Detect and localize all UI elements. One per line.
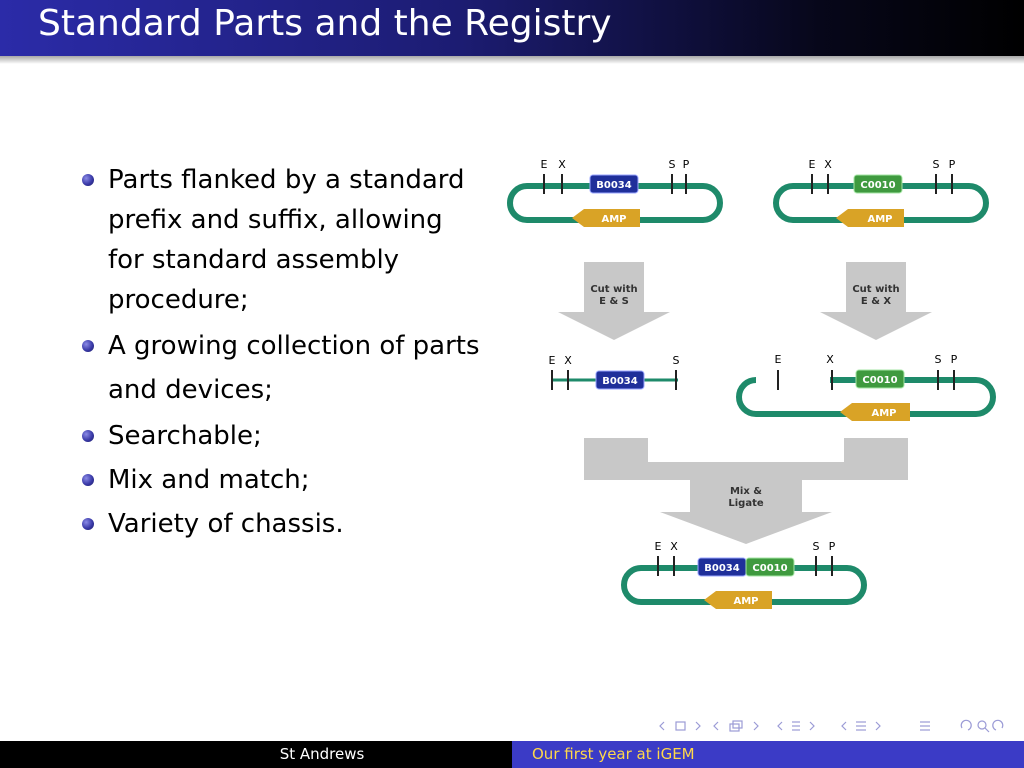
footer-institution: St Andrews bbox=[279, 745, 365, 763]
plasmid-top-left: E X S P B0034 AMP bbox=[507, 158, 723, 227]
nav-frame-icon[interactable] bbox=[729, 720, 743, 732]
site-label: E bbox=[655, 540, 662, 553]
fragment-b0034: E X S B0034 bbox=[549, 354, 680, 390]
bullet-item: Searchable; bbox=[80, 416, 480, 456]
nav-next-section-icon[interactable] bbox=[875, 721, 881, 731]
site-label: S bbox=[673, 354, 680, 367]
arrow-mix-ligate: Mix & Ligate bbox=[584, 438, 908, 544]
plasmid-middle-right: E X S P C0010 AMP bbox=[736, 353, 996, 421]
navigation-bar bbox=[659, 719, 1004, 733]
step-label: E & X bbox=[861, 296, 892, 307]
nav-document-icon[interactable] bbox=[920, 721, 930, 731]
step-label: Mix & bbox=[730, 486, 762, 497]
footer-left: St Andrews bbox=[0, 741, 512, 768]
bullet-item: Parts flanked by a standard prefix and s… bbox=[80, 160, 480, 320]
site-label: S bbox=[933, 158, 940, 171]
bullet-text: A growing collection of parts and device… bbox=[108, 331, 480, 405]
slide-title: Standard Parts and the Registry bbox=[38, 3, 612, 44]
site-label: X bbox=[564, 354, 572, 367]
site-label: X bbox=[824, 158, 832, 171]
plasmid-composite: E X S P B0034 C0010 AMP bbox=[621, 540, 867, 609]
biobrick-assembly-diagram: E X S P B0034 AMP E X S P C0010 AMP Cut … bbox=[507, 158, 996, 609]
step-label: Ligate bbox=[728, 498, 763, 509]
footer-presentation-title: Our first year at iGEM bbox=[532, 745, 695, 763]
nav-next-slide-icon[interactable] bbox=[695, 721, 701, 731]
nav-prev-slide-icon[interactable] bbox=[659, 721, 665, 731]
title-bar-shadow bbox=[0, 56, 1024, 64]
bullet-item: Mix and match; bbox=[80, 460, 480, 500]
bullet-icon bbox=[82, 340, 94, 352]
site-label: E bbox=[809, 158, 816, 171]
site-label: P bbox=[683, 158, 690, 171]
bullet-icon bbox=[82, 518, 94, 530]
site-label: X bbox=[558, 158, 566, 171]
site-label: X bbox=[670, 540, 678, 553]
arrow-cut-e-x: Cut with E & X bbox=[820, 262, 932, 340]
site-label: E bbox=[541, 158, 548, 171]
bullet-text: Mix and match; bbox=[108, 465, 310, 495]
site-label: E bbox=[549, 354, 556, 367]
plasmid-top-right: E X S P C0010 AMP bbox=[773, 158, 989, 227]
nav-undo-icon[interactable] bbox=[960, 719, 972, 731]
nav-subsection-icon[interactable] bbox=[792, 721, 800, 731]
nav-next-subsection-icon[interactable] bbox=[809, 721, 815, 731]
site-label: S bbox=[813, 540, 820, 553]
part-label: B0034 bbox=[704, 563, 739, 574]
part-label: C0010 bbox=[752, 563, 787, 574]
step-label: Cut with bbox=[852, 284, 899, 295]
nav-prev-section-icon[interactable] bbox=[841, 721, 847, 731]
arrow-cut-e-s: Cut with E & S bbox=[558, 262, 670, 340]
marker-label: AMP bbox=[871, 408, 896, 419]
bullet-icon bbox=[82, 174, 94, 186]
step-label: Cut with bbox=[590, 284, 637, 295]
bullet-icon bbox=[82, 474, 94, 486]
site-label: P bbox=[951, 353, 958, 366]
nav-redo-icon[interactable] bbox=[992, 719, 1004, 731]
footer-right: Our first year at iGEM bbox=[512, 741, 1024, 768]
bullet-text: Searchable; bbox=[108, 421, 262, 451]
title-bar: Standard Parts and the Registry bbox=[0, 0, 1024, 56]
part-label: B0034 bbox=[602, 376, 637, 387]
step-label: E & S bbox=[599, 296, 629, 307]
site-label: E bbox=[775, 353, 782, 366]
bullet-icon bbox=[82, 430, 94, 442]
bullet-list: Parts flanked by a standard prefix and s… bbox=[80, 160, 480, 548]
nav-slide-icon[interactable] bbox=[675, 721, 686, 731]
site-label: S bbox=[935, 353, 942, 366]
part-label: B0034 bbox=[596, 180, 631, 191]
part-label: C0010 bbox=[860, 180, 895, 191]
bullet-item: A growing collection of parts and device… bbox=[80, 324, 480, 412]
site-label: P bbox=[949, 158, 956, 171]
bullet-item: Variety of chassis. bbox=[80, 504, 480, 544]
part-label: C0010 bbox=[862, 375, 897, 386]
marker-label: AMP bbox=[601, 214, 626, 225]
nav-section-icon[interactable] bbox=[856, 721, 866, 731]
nav-search-icon[interactable] bbox=[977, 720, 987, 730]
nav-prev-subsection-icon[interactable] bbox=[777, 721, 783, 731]
bullet-text: Variety of chassis. bbox=[108, 509, 344, 539]
nav-next-frame-icon[interactable] bbox=[753, 721, 759, 731]
nav-prev-frame-icon[interactable] bbox=[713, 721, 719, 731]
nav-search-handle bbox=[984, 727, 990, 733]
bullet-text: Parts flanked by a standard prefix and s… bbox=[108, 165, 465, 315]
footer: St Andrews Our first year at iGEM bbox=[0, 741, 1024, 768]
site-label: P bbox=[829, 540, 836, 553]
site-label: X bbox=[826, 353, 834, 366]
marker-label: AMP bbox=[867, 214, 892, 225]
site-label: S bbox=[669, 158, 676, 171]
marker-label: AMP bbox=[733, 596, 758, 607]
